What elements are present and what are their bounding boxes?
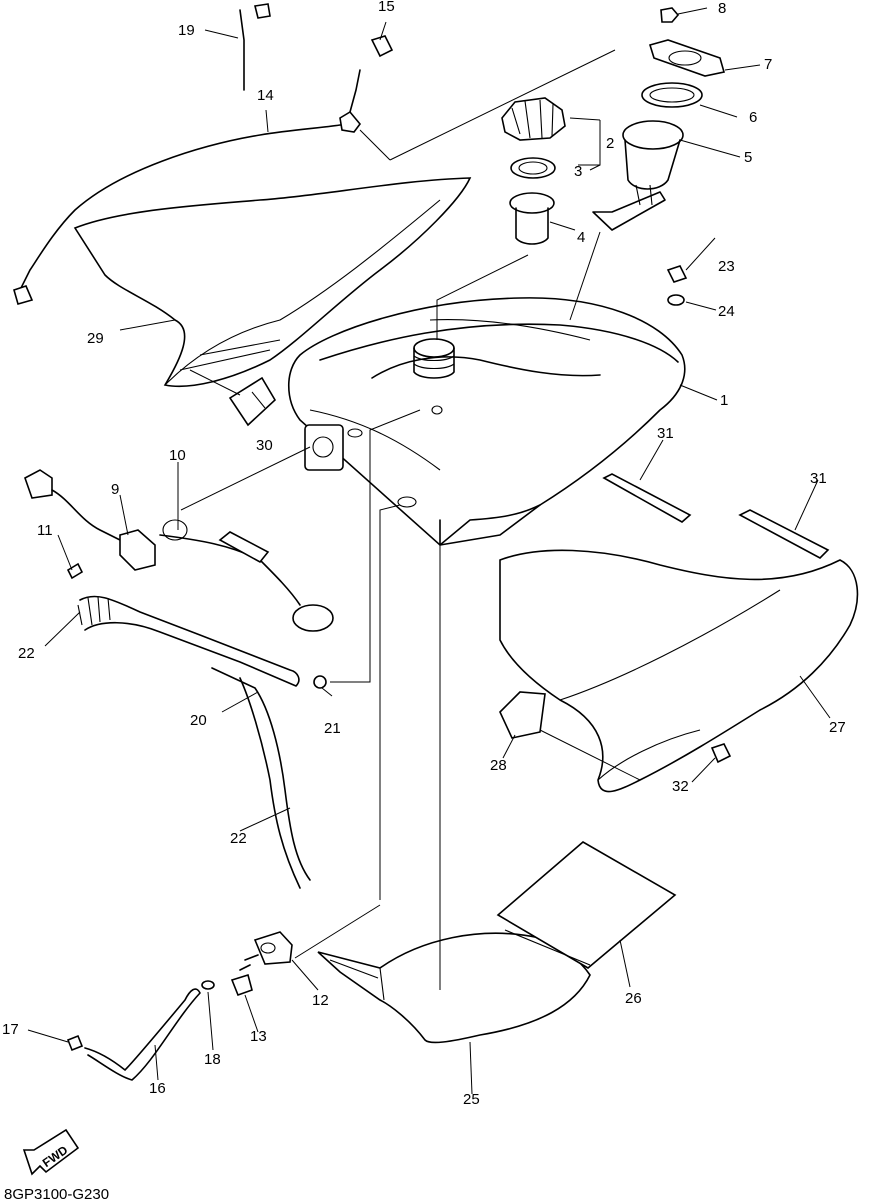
drawing-code: 8GP3100-G230: [4, 1186, 110, 1203]
callout-26: 26: [625, 990, 642, 1007]
heat-protector: [317, 932, 591, 1044]
pump-plate: [648, 39, 726, 77]
callout-29: 29: [87, 330, 104, 347]
callout-21: 21: [324, 720, 341, 737]
leader-lines: [27, 7, 831, 1095]
fuel-cock: [230, 931, 293, 997]
callout-3: 3: [574, 163, 582, 180]
callout-17: 17: [2, 1021, 19, 1038]
callout-32: 32: [672, 778, 689, 795]
cap-gasket: [510, 157, 556, 179]
callout-10: 10: [169, 447, 186, 464]
callout-11: 11: [37, 522, 53, 539]
callout-31a: 31: [657, 425, 674, 442]
callout-16: 16: [149, 1080, 166, 1097]
callout-22a: 22: [18, 645, 35, 662]
callout-25: 25: [463, 1091, 480, 1108]
fuel-cap: [501, 97, 566, 141]
side-cover-left: [73, 177, 472, 427]
fuel-hose: [66, 980, 215, 1081]
callout-24: 24: [718, 303, 735, 320]
callout-31b: 31: [810, 470, 827, 487]
callout-15: 15: [378, 0, 395, 15]
callout-20: 20: [190, 712, 207, 729]
protector-sheet: [496, 841, 677, 969]
callout-9: 9: [111, 481, 119, 498]
callout-12: 12: [312, 992, 329, 1009]
callout-2: 2: [606, 135, 614, 152]
cap-holder: [509, 192, 555, 245]
fwd-arrow: FWD: [22, 1128, 80, 1176]
callout-7: 7: [764, 56, 772, 73]
callout-30: 30: [256, 437, 273, 454]
cover-bolt: [710, 743, 732, 764]
pump-nut: [660, 7, 680, 23]
callout-23: 23: [718, 258, 735, 275]
callout-6: 6: [749, 109, 757, 126]
breather-hose: [77, 595, 327, 889]
tank-washer: [667, 294, 685, 306]
callout-28: 28: [490, 757, 507, 774]
callout-27: 27: [829, 719, 846, 736]
callout-22b: 22: [230, 830, 247, 847]
callout-5: 5: [744, 149, 752, 166]
callout-13: 13: [250, 1028, 267, 1045]
fuel-pump: [592, 120, 684, 231]
fuel-tank: [288, 297, 686, 547]
side-cover-right: [499, 549, 859, 793]
callout-19: 19: [178, 22, 195, 39]
callout-4: 4: [577, 229, 585, 246]
callout-8: 8: [718, 0, 726, 17]
pump-gasket: [641, 82, 703, 108]
callout-labels: 1 2 3 4 5 6 7 8 9 10 11 12 13 14 15 16 1…: [2, 0, 846, 1108]
callout-1: 1: [720, 392, 728, 409]
callout-14: 14: [257, 87, 274, 104]
band-right: [738, 509, 830, 559]
callout-18: 18: [204, 1051, 221, 1068]
tank-damper: [666, 265, 688, 283]
band-left: [602, 473, 692, 523]
fuel-sender: [24, 469, 334, 632]
